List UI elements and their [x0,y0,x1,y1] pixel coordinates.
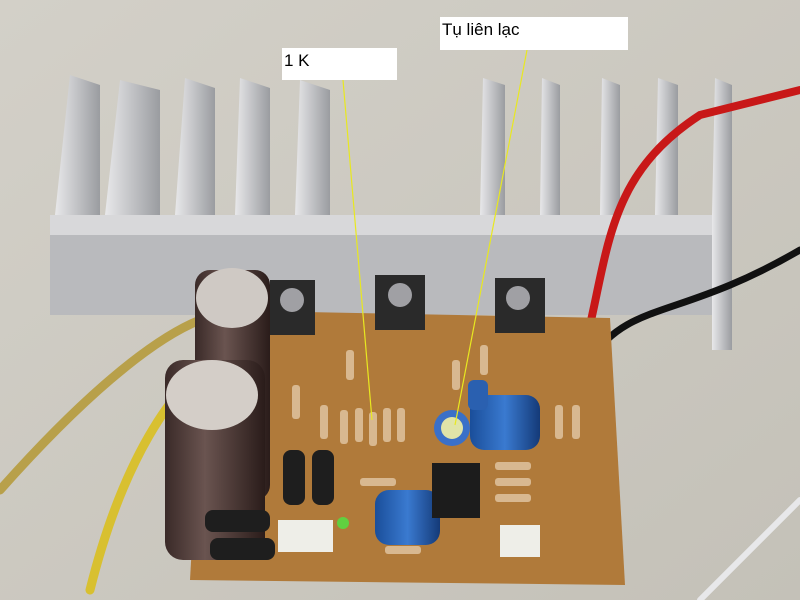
power-transistors [270,275,545,335]
ic-chip [432,463,480,518]
resistors [292,345,580,554]
resistor-leader-line [342,79,373,421]
capacitor-leader-line [454,49,528,426]
capacitor-annotation: Tụ liên lạc [440,17,628,50]
led [337,517,349,529]
diodes [205,450,334,560]
resistor-annotation: 1 K [282,48,397,80]
heatsink [50,75,732,350]
circuit-board [190,310,625,585]
coupling-capacitors [375,380,540,545]
connectors [278,520,540,557]
